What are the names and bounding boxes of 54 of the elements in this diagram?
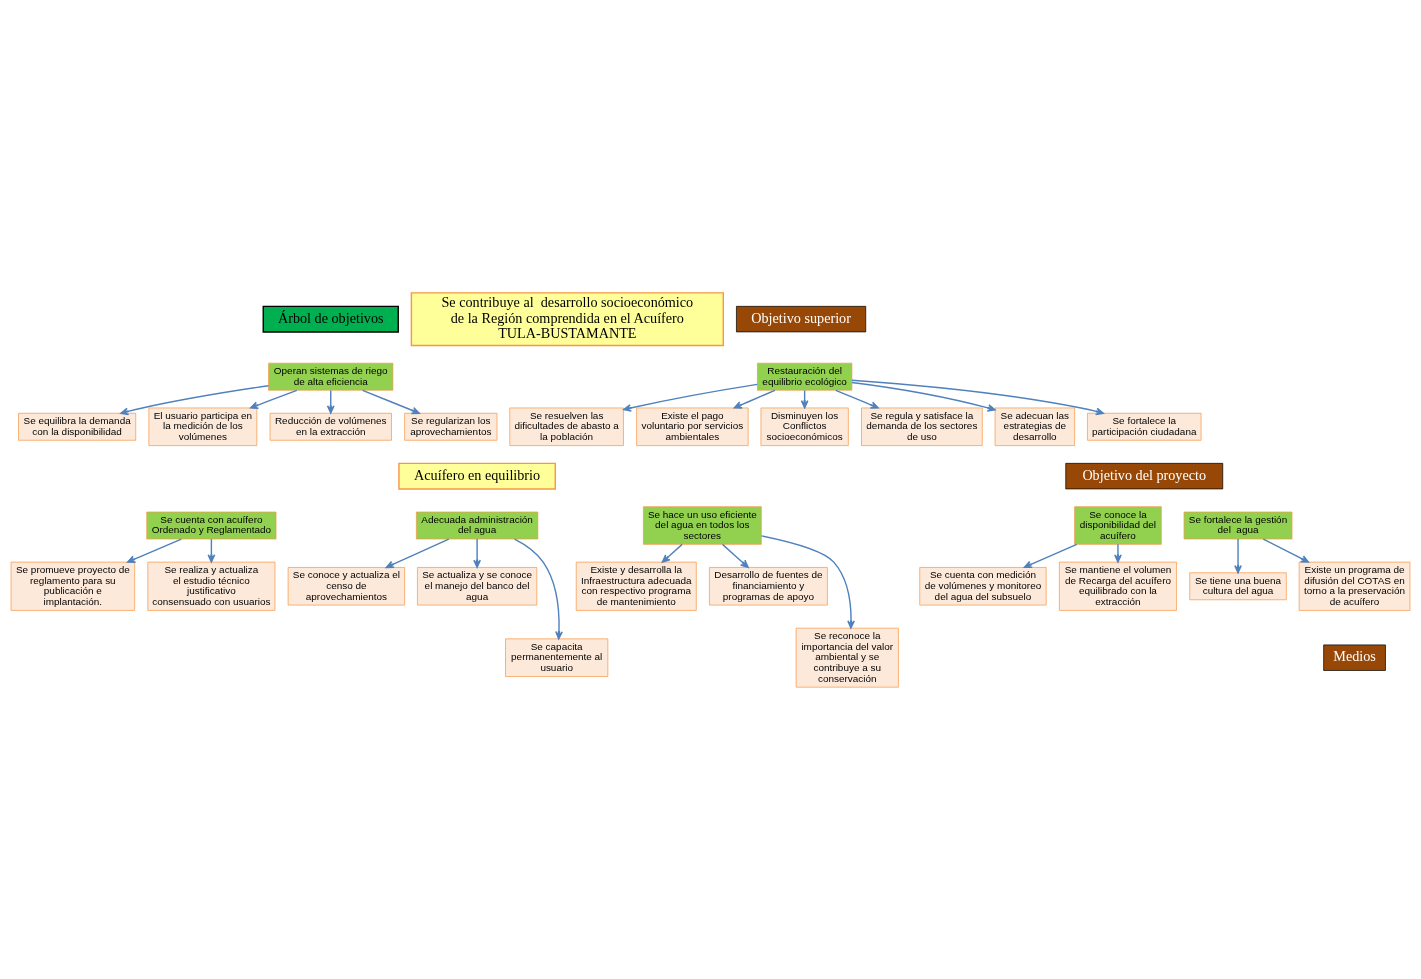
arrow [721, 543, 749, 568]
arrow [127, 537, 183, 563]
node-box: Adecuada administración del agua [416, 511, 539, 539]
node-box: Se hace un uso eficiente del agua en todos los sectores [643, 505, 762, 545]
node-box: Objetivo del proyecto [1065, 462, 1224, 489]
node-box: Se contribuye al desarrollo socioeconómico de la Región comprendida en el Acuífero TULA-BUSTAMANTE [410, 291, 724, 346]
node-box: Operan sistemas de riego de alta eficiencia [268, 362, 394, 391]
arrow [1023, 543, 1078, 568]
node-box: Se tiene una buena cultura del agua [1189, 571, 1287, 600]
arrow [760, 534, 855, 629]
node-box: Se fortalece la gestión del agua [1183, 511, 1293, 539]
arrow [835, 389, 879, 409]
node-box: Medios [1323, 644, 1386, 671]
node-box: Se regula y satisface la demanda de los sectores de uso [861, 407, 983, 446]
node-box: Se cuenta con medición de volúmenes y monitoreo del agua del subsuelo [919, 566, 1047, 605]
node-box: Se conoce y actualiza el censo de aprovechamientos [287, 566, 405, 605]
node-box: Se mantiene el volumen de Recarga del acuífero equilibrado con la extracción [1059, 561, 1177, 611]
node-box: Existe y desarrolla la Infraestructura adecuada con respectivo programa de mantenimiento [575, 561, 697, 611]
node-box: Se conoce la disponibilidad del acuífero [1074, 505, 1162, 545]
node-box: Existe el pago voluntario por servicios ambientales [636, 407, 749, 446]
arrow [1234, 537, 1242, 573]
arrow [249, 389, 298, 409]
arrow [623, 383, 758, 412]
node-box: Reducción de volúmenes en la extracción [269, 412, 392, 441]
node-box: Se resuelven las dificultades de abasto a la población [509, 407, 624, 446]
arrow [473, 537, 481, 568]
node-box: Acuífero en equilibrio [398, 462, 556, 490]
node-box: Se actualiza y se conoce el manejo del banco del agua [417, 566, 538, 605]
arrow [733, 389, 776, 409]
node-box: Se adecuan las estrategias de desarrollo [994, 407, 1075, 446]
node-box: Desarrollo de fuentes de financiamiento y programas de apoyo [709, 566, 828, 605]
node-box: Se promueve proyecto de reglamento para su publicación e implantación. [10, 561, 135, 611]
arrow [851, 381, 996, 412]
arrow [1262, 537, 1310, 563]
arrow [1114, 543, 1122, 563]
arrow [661, 543, 683, 563]
node-box: Restauración del equilibrio ecológico [757, 362, 853, 391]
node-box: Se reconoce la importancia del valor ambiental y se contribuye a su conservación [795, 627, 899, 687]
arrow [385, 537, 450, 568]
node-box: Existe un programa de difusión del COTAS en torno a la preservación de acuífero [1298, 561, 1411, 611]
node-box: Se realiza y actualiza el estudio técnico justificativo consensuado con usuarios [147, 561, 276, 611]
node-box: Objetivo superior [736, 305, 867, 332]
arrow [361, 389, 420, 414]
node-box: Se capacita permanentemente al usuario [505, 638, 609, 677]
arrow [120, 384, 270, 415]
node-box: El usuario participa en la medición de los volúmenes [148, 407, 258, 446]
node-box: Se regularizan los aprovechamientos [404, 412, 498, 441]
node-box: Árbol de objetivos [262, 305, 399, 333]
node-box: Se fortalece la participación ciudadana [1087, 412, 1202, 441]
arrow [513, 537, 563, 639]
node-box: Se cuenta con acuífero Ordenado y Reglamentado [146, 511, 277, 539]
arrow [851, 378, 1105, 415]
node-box: Se equilibra la demanda con la disponibilidad [18, 412, 137, 441]
node-box: Disminuyen los Conflictos socioeconómicos [760, 407, 849, 446]
